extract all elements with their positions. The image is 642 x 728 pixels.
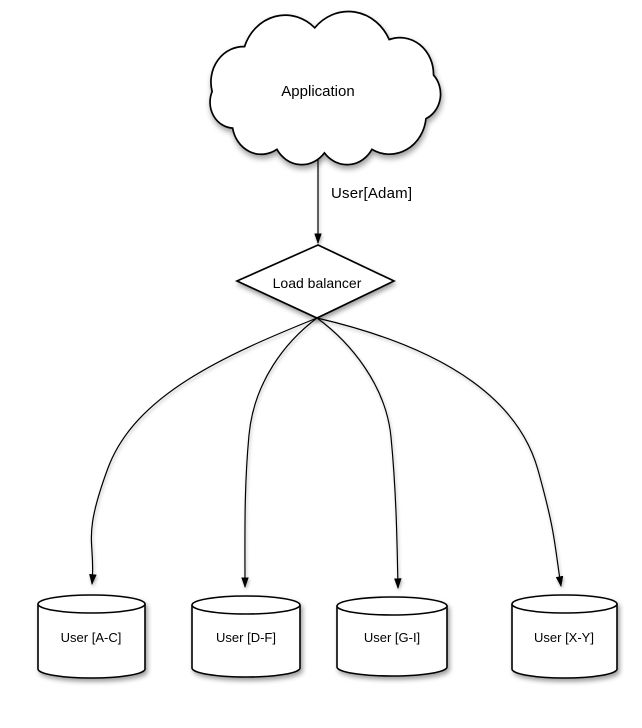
edge-group — [89, 155, 564, 590]
shard-ac-label: User [A-C] — [60, 630, 122, 645]
edge-balancer-to-shard-gi — [316, 317, 402, 590]
load-balancer-label: Load balancer — [272, 275, 362, 291]
shard-xy-cylinder-shape — [511, 594, 618, 679]
edge-balancer-to-shard-ac — [89, 317, 318, 586]
edge-app-to-balancer-label: User[Adam] — [331, 185, 413, 202]
shard-ac-cylinder-shape — [37, 594, 146, 679]
application-label: Application — [281, 83, 355, 100]
shard-gi-label: User [G-I] — [363, 630, 421, 645]
edge-balancer-to-shard-df — [241, 317, 318, 589]
edge-balancer-to-shard-xy — [316, 317, 564, 588]
load-balancer-diamond-shape — [234, 244, 396, 319]
shard-df-label: User [D-F] — [216, 630, 276, 645]
application-cloud-shape — [210, 11, 441, 164]
shard-xy-label: User [X-Y] — [534, 630, 594, 645]
shard-df-cylinder-shape — [191, 595, 301, 678]
shard-gi-cylinder-shape — [336, 596, 448, 677]
